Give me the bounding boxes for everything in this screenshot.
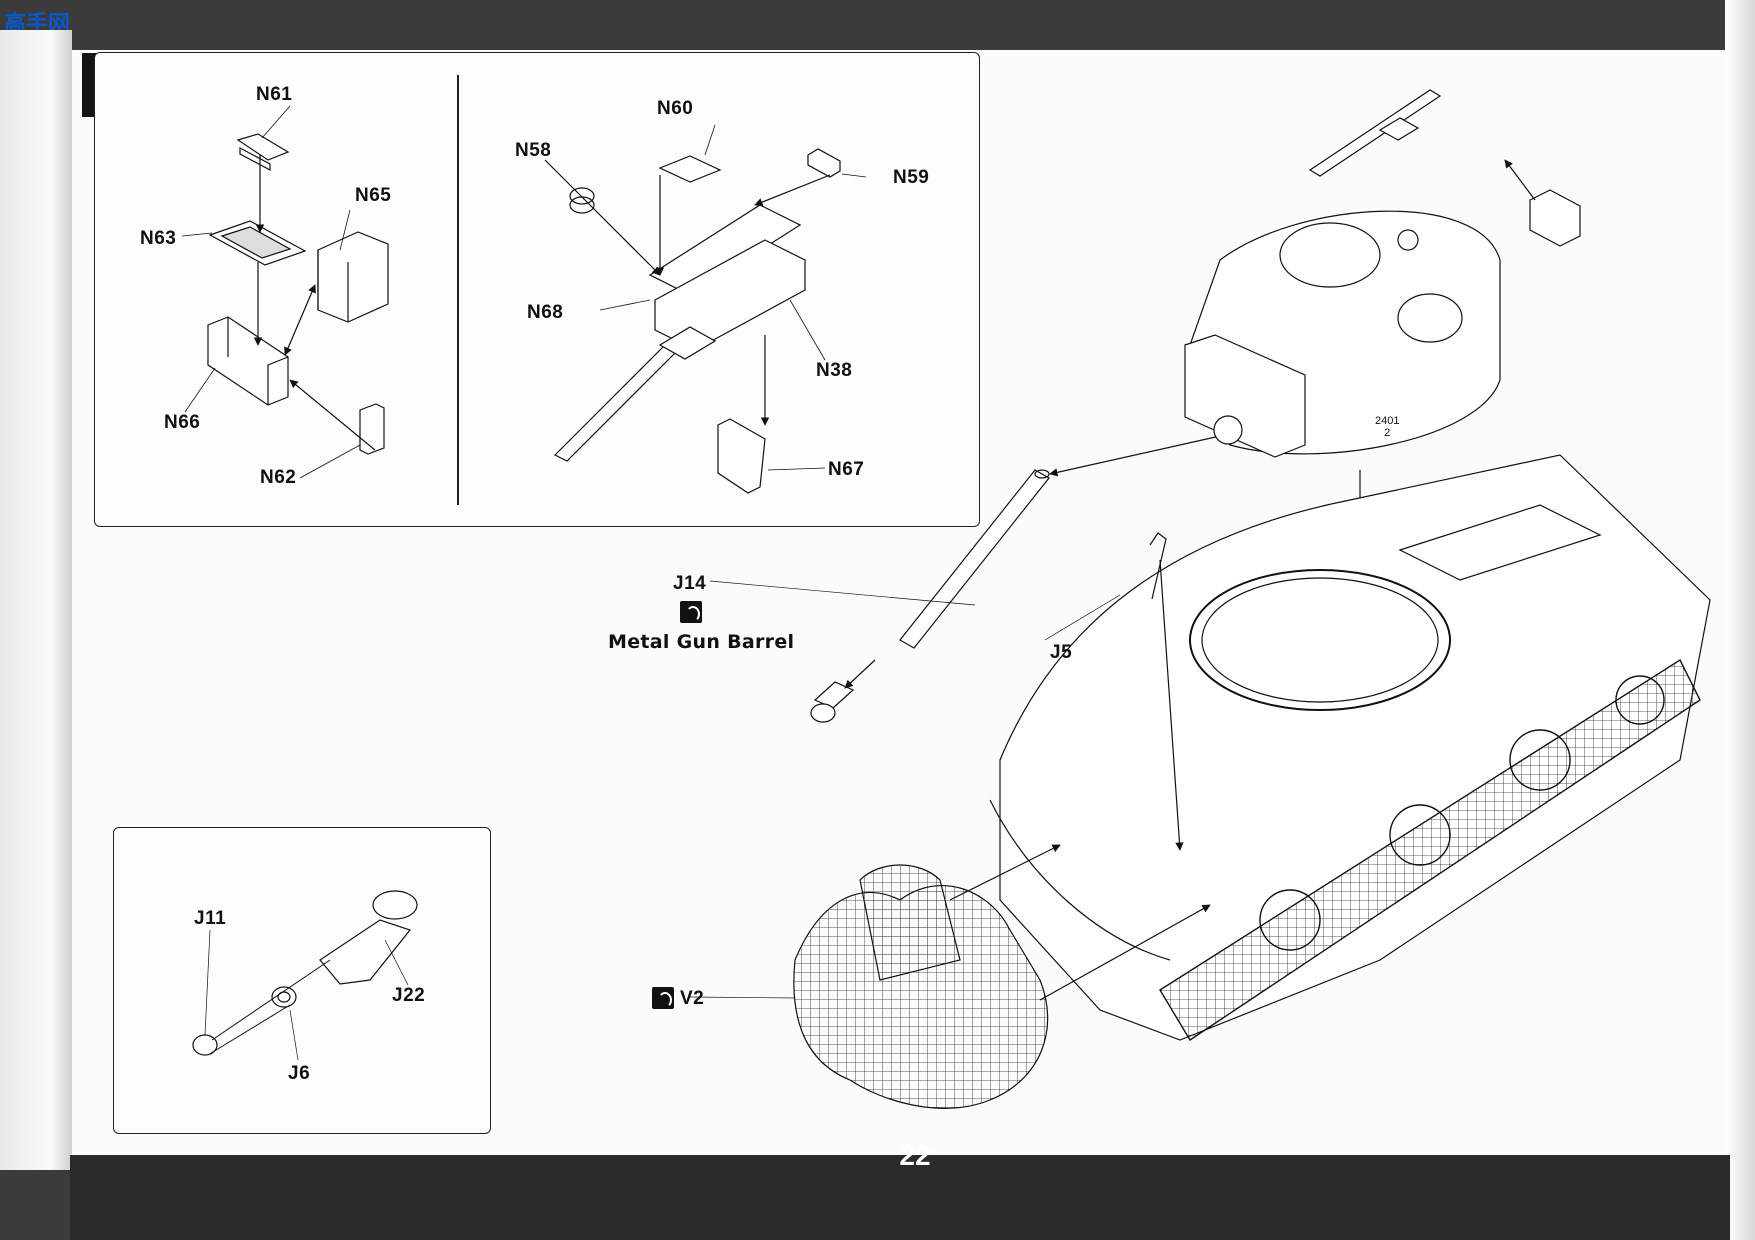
mg-cradle-part [717, 418, 766, 494]
part-label-j5: J5 [1050, 642, 1073, 663]
sub-assembly-inset-ammo-box [94, 52, 980, 527]
ammo-box-tray-part [208, 220, 307, 266]
inset-divider [457, 75, 459, 505]
tarp-part [793, 864, 1049, 1109]
part-label-n68: N68 [527, 302, 564, 323]
aerial-part [1149, 532, 1184, 851]
muzzle-brake-part [319, 890, 418, 985]
sub-assembly-inset-muzzle [113, 827, 491, 1134]
part-label-j22: J22 [392, 985, 426, 1006]
ammo-box-clip-part [359, 403, 385, 455]
muzzle-part [810, 681, 855, 723]
part-label-n60: N60 [657, 98, 694, 119]
part-label-n38: N38 [816, 360, 853, 381]
bottom-bar [70, 1155, 1730, 1240]
part-label-n63: N63 [140, 228, 177, 249]
mg-receiver-part [648, 204, 806, 351]
tank-track [1159, 658, 1701, 1041]
ammo-box-lid-part [236, 133, 290, 171]
turret-ammo-box-mounted [1529, 189, 1581, 247]
part-label-n66: N66 [164, 412, 201, 433]
turret-marking: 2401 2 [1375, 415, 1400, 439]
metal-part-icon-tarp [652, 987, 674, 1009]
part-label-v2: V2 [680, 988, 705, 1009]
ammo-box-side-part [317, 231, 389, 323]
metal-gun-barrel-note: Metal Gun Barrel [608, 631, 795, 653]
left-page-edge [0, 30, 72, 1170]
gun-barrel-part [899, 469, 1050, 649]
part-label-n65: N65 [355, 185, 392, 206]
right-page-edge [1725, 0, 1755, 1240]
part-label-n67: N67 [828, 459, 865, 480]
barrel-ring-part [271, 986, 297, 1008]
part-label-n62: N62 [260, 467, 297, 488]
part-label-j11: J11 [194, 908, 227, 929]
part-label-n58: N58 [515, 140, 552, 161]
part-label-n61: N61 [256, 84, 293, 105]
metal-part-icon [680, 601, 702, 623]
part-label-j14: J14 [673, 573, 707, 594]
mg-sight-part [569, 187, 595, 214]
turret-mg-mounted [1308, 89, 1442, 177]
mg-cover-part [658, 155, 722, 183]
mg-handle-part [807, 148, 841, 178]
turret-assembly [1184, 210, 1501, 458]
ammo-box-body-part [207, 316, 289, 406]
part-label-j6: J6 [288, 1063, 311, 1084]
part-label-n59: N59 [893, 167, 930, 188]
mg-barrel-part [553, 326, 717, 462]
page-number: 22 [899, 1140, 931, 1171]
